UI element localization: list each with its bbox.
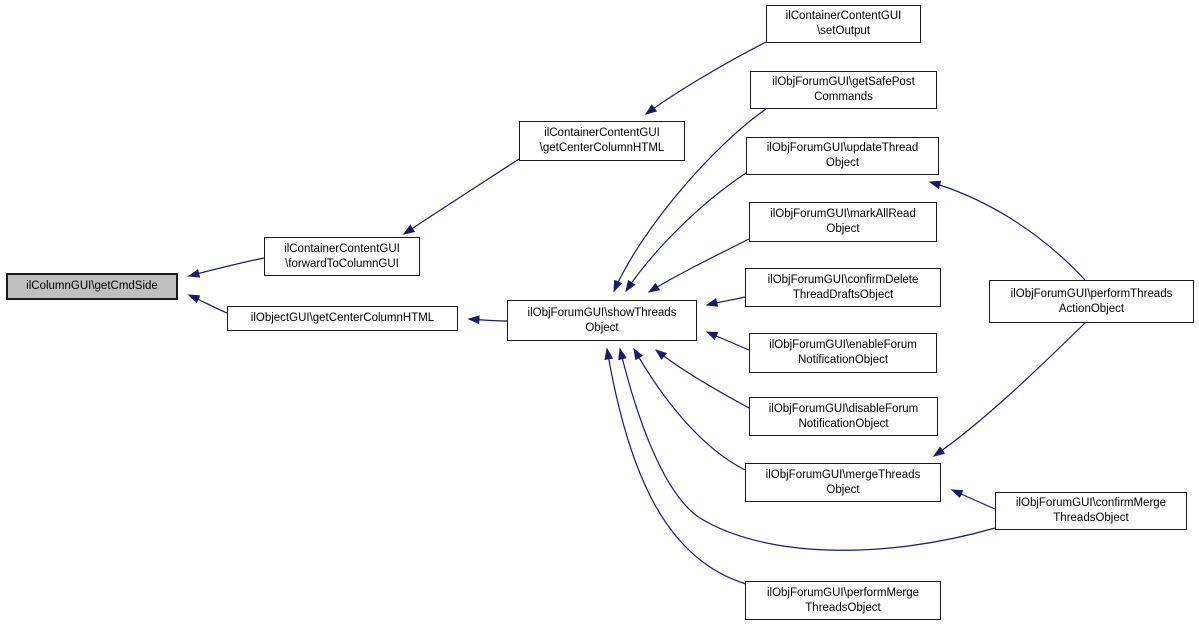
node-label-line: \getCenterColumnHTML <box>539 142 665 154</box>
edge-mergeThreadsObject-to-showThreadsObject <box>633 347 746 471</box>
edge-confirmDeleteThreadDraftsObject-to-showThreadsObject <box>705 296 746 307</box>
node-label-line: ActionObject <box>1058 302 1125 315</box>
node-forwardToColumnGUI[interactable]: ilContainerContentGUI \forwardToColumnGUI <box>264 237 420 276</box>
edge-objectGetCenterColumnHTML-to-getCmdSide <box>187 294 228 314</box>
node-label-line: ilContainerContentGUI <box>284 242 400 255</box>
node-label-line: Object <box>826 483 860 496</box>
node-label-line: NotificationObject <box>797 354 889 366</box>
edge-markAllReadObject-to-showThreadsObject <box>647 238 750 293</box>
node-label-line: ilObjForumGUI\mergeThreads <box>765 468 921 481</box>
node-label-line: \setOutput <box>816 25 871 37</box>
node-label-line: ilObjectGUI\getCenterColumnHTML <box>250 312 435 324</box>
node-label-line: ThreadsObject <box>1053 512 1129 524</box>
edge-setOutput-to-containerGetCenterColumnHTML <box>644 41 767 115</box>
node-label-line: ilColumnGUI\getCmdSide <box>26 280 158 292</box>
edge-disableForumNotificationObject-to-showThreadsObject <box>654 349 750 409</box>
node-label-line: \forwardToColumnGUI <box>285 257 399 270</box>
node-label-line: ThreadDraftsObject <box>792 288 894 301</box>
node-getCmdSide: ilColumnGUI\getCmdSide <box>6 273 178 300</box>
node-label-line: ilObjForumGUI\showThreads <box>527 306 677 319</box>
node-containerGetCenterColumnHTML[interactable]: ilContainerContentGUI \getCenterColumnHTM… <box>519 121 685 161</box>
edge-showThreadsObject-to-objectGetCenterColumnHTML <box>467 315 508 325</box>
edge-performThreadsActionObject-to-updateThreadObject <box>928 180 1086 281</box>
node-label-line: ilObjForumGUI\performMerge <box>766 586 920 599</box>
node-label-line: ilContainerContentGUI <box>544 127 660 139</box>
node-label-line: ilContainerContentGUI <box>785 10 902 22</box>
node-label-line: ilObjForumGUI\markAllRead <box>770 208 916 220</box>
node-label-line: NotificationObject <box>798 417 889 430</box>
edge-forwardToColumnGUI-to-getCmdSide <box>187 257 265 278</box>
node-label-line: ilObjForumGUI\performThreads <box>1010 287 1173 300</box>
edge-enableForumNotificationObject-to-showThreadsObject <box>705 331 750 351</box>
edge-updateThreadObject-to-showThreadsObject <box>625 172 747 293</box>
node-label-line: ilObjForumGUI\disableForum <box>768 402 919 415</box>
node-label-line: ilObjForumGUI\confirmMerge <box>1015 497 1167 509</box>
edge-performThreadsActionObject-to-mergeThreadsObject <box>932 322 1086 457</box>
node-label-line: Object <box>585 321 619 334</box>
node-objectGetCenterColumnHTML[interactable]: ilObjectGUI\getCenterColumnHTML <box>227 306 458 331</box>
node-label-line: ThreadsObject <box>805 601 881 614</box>
node-label-line: ilObjForumGUI\confirmDelete <box>767 273 919 286</box>
node-label-line: Object <box>826 223 860 235</box>
node-setOutput[interactable]: ilContainerContentGUI \setOutput <box>766 5 921 43</box>
node-label-line: ilObjForumGUI\enableForum <box>769 339 917 351</box>
edge-confirmMergeThreadsObject-to-mergeThreadsObject <box>950 489 996 510</box>
edge-containerGetCenterColumnHTML-to-forwardToColumnGUI <box>402 158 520 235</box>
node-label-line: ilObjForumGUI\updateThread <box>766 142 919 154</box>
node-label-line: ilObjForumGUI\getSafePost <box>772 76 915 88</box>
edge-confirmMergeThreadsObject-to-showThreadsObject <box>618 347 996 551</box>
node-label-line: Commands <box>814 91 873 103</box>
node-label-line: Object <box>825 157 860 169</box>
edge-performMergeThreadsObject-to-showThreadsObject <box>604 347 747 585</box>
